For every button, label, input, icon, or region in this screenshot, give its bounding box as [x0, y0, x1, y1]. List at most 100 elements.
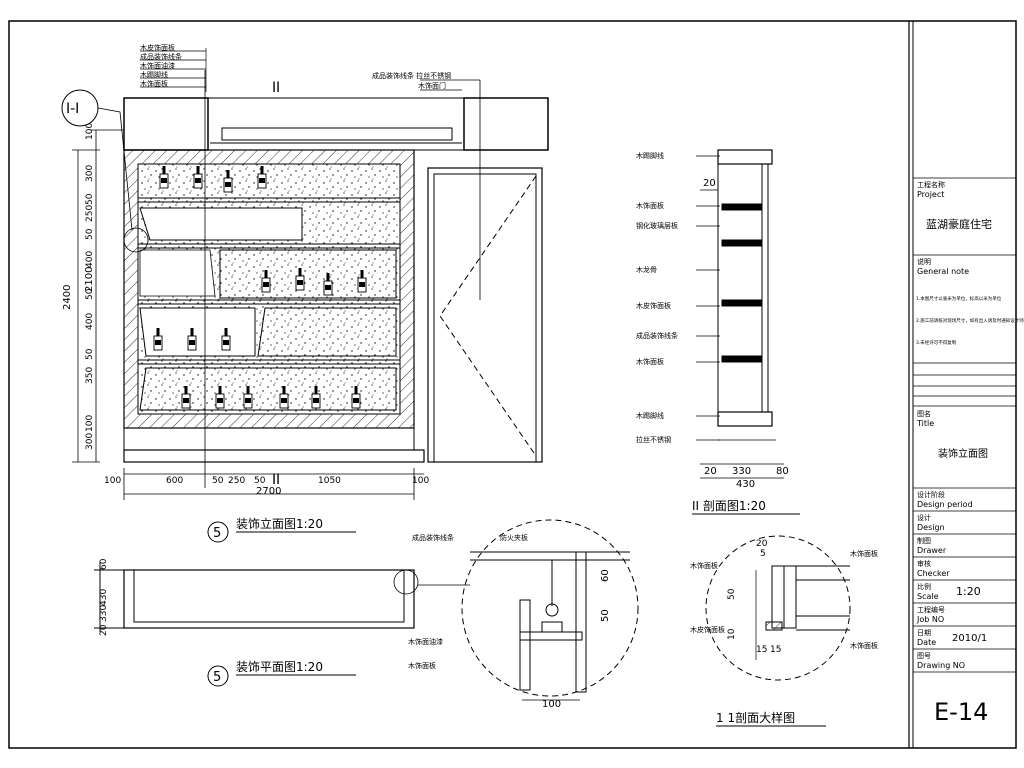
detail-right-dim: 15 — [770, 645, 781, 655]
plan-dim-label: 60 — [99, 558, 109, 570]
bottle-icon — [257, 166, 267, 189]
section-marker: I-I — [66, 101, 79, 117]
callout-label: 木饰面板 — [850, 641, 878, 650]
left-dim-label: 50 — [85, 228, 95, 240]
scale-value: 1:20 — [956, 585, 981, 598]
callout-label: 钢化玻璃层板 — [636, 221, 678, 230]
callout-label: 木皮饰面板 — [140, 43, 175, 52]
plan-dim-label: 20 — [99, 624, 109, 636]
section-II-drawing — [700, 149, 784, 479]
title-cn-label: 图名 — [917, 409, 931, 418]
bottle-icon — [193, 166, 203, 189]
date-cn-label: 日期 — [917, 629, 931, 637]
checker-cn-label: 审核 — [917, 559, 931, 568]
design-cn-label: 设计 — [917, 513, 931, 522]
drawer-label: Drawer — [917, 546, 947, 555]
detail-left-drawing — [461, 519, 639, 701]
bottom-dim-label: 1050 — [318, 476, 341, 486]
callout-label: 防火夹板 — [500, 533, 528, 542]
title-label: Title — [916, 419, 934, 428]
detail-right-dim: 20 — [756, 539, 768, 549]
left-dim-label: 400 — [85, 313, 95, 330]
plan-dim-label: 430 — [99, 589, 109, 606]
plan-title-number: 5 — [213, 670, 221, 685]
note-label: General note — [917, 267, 969, 276]
note-cn-label: 说明 — [917, 257, 931, 266]
left-dim-label: 100 — [85, 415, 95, 432]
left-dim-label: 50 — [85, 193, 95, 205]
detail-right-dim: 5 — [760, 549, 766, 559]
section-II-callouts: 木踢脚线木饰面板钢化玻璃层板木龙骨木皮饰面板成品装饰线条木饰面板木踢脚线拉丝不锈… — [636, 151, 720, 444]
callout-label: 木饰面油漆 — [408, 637, 443, 646]
note-line: 3.未经许可不得复制 — [916, 339, 957, 346]
section-II-overall-width: 430 — [736, 479, 755, 490]
callout-label: 木踢脚线 — [636, 411, 664, 420]
callout-label: 木踢脚线 — [636, 151, 664, 160]
section-II-dim-label: 80 — [776, 466, 789, 477]
section-II-dim-label: 20 — [704, 466, 717, 477]
callout-label: 木皮饰面板 — [690, 625, 725, 634]
detail-left-dim-60: 60 — [600, 569, 611, 582]
general-notes: 1.本图尺寸以毫米为单位，标高以米为单位2.施工前请核对现场尺寸，如有出入请及时… — [916, 295, 1024, 346]
callout-label: 成品装饰线条 — [140, 52, 182, 61]
elevation-title: 装饰立面图1:20 — [236, 516, 323, 531]
section-II-dim-label: 330 — [732, 466, 751, 477]
callout-label: 木饰面板 — [140, 79, 168, 88]
scale-label: Scale — [917, 592, 939, 601]
note-line: 2.施工前请核对现场尺寸，如有出入请及时通知设计师 — [916, 317, 1024, 324]
callout-label: 拉丝不锈钢 — [636, 435, 671, 444]
bottle-icon — [153, 328, 163, 351]
overall-width-label: 2700 — [256, 486, 281, 497]
bottom-dim-label: 100 — [412, 476, 429, 486]
callout-label: 木饰面板 — [408, 661, 436, 670]
bottle-icon — [261, 270, 271, 293]
period-label: Design period — [917, 500, 973, 509]
section-II-dim-20: 20 — [703, 178, 716, 189]
bottle-icon — [159, 166, 169, 189]
bottle-icon — [243, 386, 253, 409]
section-II-title: II 剖面图1:20 — [692, 499, 766, 513]
bottle-icon — [181, 386, 191, 409]
callout-label: 木饰面门 — [418, 81, 446, 90]
bottle-icon — [215, 386, 225, 409]
drawing-cn-label: 图号 — [917, 652, 931, 660]
drawer-cn-label: 制图 — [917, 536, 931, 545]
detail-right-drawing — [705, 535, 851, 681]
bottle-icon — [295, 268, 305, 291]
callout-label: 木龙骨 — [636, 265, 657, 274]
plan-title: 装饰平面图1:20 — [236, 660, 323, 674]
bottle-icon — [223, 170, 233, 193]
callout-label: 成品装饰线条 — [636, 331, 678, 340]
bottle-icon — [323, 273, 333, 296]
section-II-dimension-labels: 20 330 80 — [704, 466, 789, 477]
sheet-border — [8, 20, 1017, 749]
project-cn-label: 工程名称 — [917, 180, 945, 189]
left-dim-label: 300 — [85, 433, 95, 450]
overall-height-label: 2400 — [62, 285, 73, 310]
period-cn-label: 设计阶段 — [917, 490, 945, 499]
bottle-icon — [311, 386, 321, 409]
callout-label: 木踢脚线 — [140, 70, 168, 79]
left-dim-label: 50 — [85, 348, 95, 360]
date-label: Date — [917, 638, 936, 647]
svg-text:I: I — [276, 80, 280, 96]
bottom-dim-label: 50 — [254, 476, 266, 486]
bottle-icon — [279, 386, 289, 409]
callout-label: 木饰面板 — [690, 561, 718, 570]
job-cn-label: 工程编号 — [917, 605, 945, 614]
detail-right-title: 1 1剖面大样图 — [716, 710, 795, 725]
design-label: Design — [917, 523, 945, 532]
callout-label: 成品装饰线条 — [412, 533, 454, 542]
detail-right-dim: 10 — [727, 628, 737, 640]
callout-label: 木饰面板 — [636, 357, 664, 366]
left-dim-label: 350 — [85, 367, 95, 384]
left-dim-label: 400 — [85, 251, 95, 268]
title-block-grid — [913, 177, 1016, 673]
